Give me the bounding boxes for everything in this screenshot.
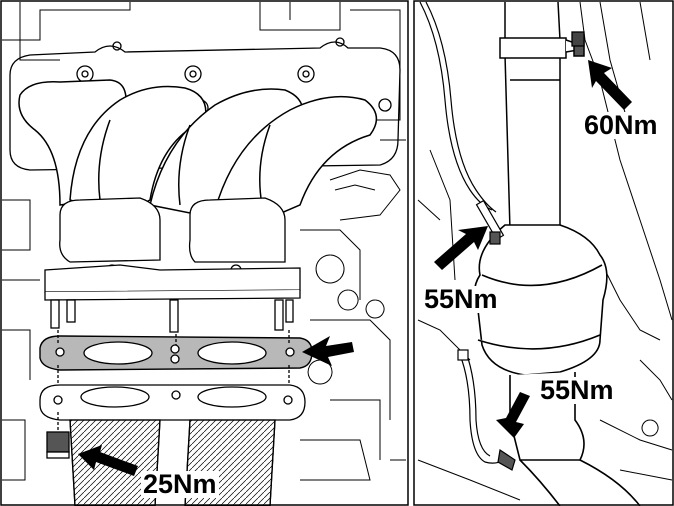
right-panel-frame — [413, 0, 674, 506]
torque-label-clamp: 60Nm — [582, 110, 660, 140]
collector-flange — [44, 197, 301, 301]
upper-sensor-arrow-icon — [434, 226, 488, 270]
torque-label-lower-sensor: 55Nm — [538, 375, 616, 405]
torque-label-manifold-nut: 25Nm — [141, 469, 219, 499]
torque-label-upper-sensor: 55Nm — [422, 284, 500, 314]
left-panel — [0, 0, 409, 506]
nut — [46, 330, 290, 459]
manifold-runners — [18, 79, 378, 221]
catalytic-converter — [473, 224, 641, 506]
clamp-nut — [571, 31, 585, 47]
right-arrows — [434, 60, 632, 438]
gasket — [39, 335, 313, 371]
sensor-wire — [419, 1, 516, 471]
right-panel — [413, 0, 674, 506]
engine-block-background — [2, 2, 406, 481]
front-pipe-flange — [39, 384, 306, 421]
clamp-arrow-icon — [588, 60, 632, 110]
studs — [50, 299, 294, 333]
lower-sensor-arrow-icon — [496, 392, 530, 438]
nut-arrow-icon — [78, 445, 138, 476]
gasket-arrow-icon — [302, 336, 354, 366]
arrow-icon — [78, 336, 354, 476]
